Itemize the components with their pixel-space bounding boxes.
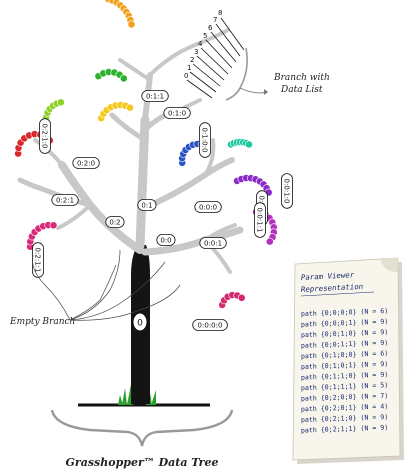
branch-label-b0-1: 0:1 bbox=[138, 200, 156, 211]
index-5: 5 bbox=[203, 32, 207, 40]
list-item-dot bbox=[57, 99, 64, 106]
empty-branch-leaders bbox=[33, 250, 181, 320]
branch-label-b0-2-1: 0:2:1 bbox=[52, 195, 79, 206]
svg-text:0:0: 0:0 bbox=[160, 237, 171, 245]
param-viewer-panel: Param Viewer Representation path {0;0;0;… bbox=[293, 258, 404, 464]
branch-label-b0-0: 0:0 bbox=[157, 235, 175, 246]
svg-text:0:2:0: 0:2:0 bbox=[77, 160, 95, 168]
svg-text:0:0:1:1: 0:0:1:1 bbox=[256, 208, 264, 233]
index-2: 2 bbox=[190, 56, 194, 64]
teal-list bbox=[227, 138, 252, 148]
branch-label-p0-0-0-0: 0:0:0:0 bbox=[193, 320, 228, 331]
branch-with-data-list-label-1: Branch with bbox=[273, 73, 330, 83]
branch-pointer-arrow-icon bbox=[264, 89, 268, 95]
svg-text:0:1: 0:1 bbox=[141, 202, 152, 210]
pink-list bbox=[219, 292, 246, 309]
svg-text:0:2:1:0: 0:2:1:0 bbox=[41, 124, 49, 149]
svg-text:0:0:1: 0:0:1 bbox=[204, 240, 222, 248]
branch-label-b0-2-0: 0:2:0 bbox=[73, 158, 100, 169]
branch-with-data-list-label-2: Data List bbox=[280, 85, 323, 95]
svg-text:0:1:0: 0:1:0 bbox=[168, 110, 186, 118]
index-7: 7 bbox=[213, 16, 217, 24]
branch-label-p0-2-1-0: 0:2:1:0 bbox=[40, 119, 51, 154]
index-4: 4 bbox=[198, 40, 203, 48]
svg-text:0:2: 0:2 bbox=[109, 219, 120, 227]
branch-label-b0-0-0: 0:0:0 bbox=[195, 202, 222, 213]
green-list bbox=[95, 68, 128, 82]
branch-label-p0-2-1-1: 0:2:1:1 bbox=[33, 243, 44, 278]
data-list-index-fan: 8 7 6 5 4 3 2 1 0 bbox=[184, 9, 247, 100]
branch-label-p0-0-1-0: 0:0:1:0 bbox=[282, 174, 293, 209]
svg-text:0:0:0: 0:0:0 bbox=[199, 204, 217, 212]
branch-pointer-line bbox=[240, 88, 268, 93]
list-item-dot bbox=[50, 222, 57, 229]
svg-text:0:1:0:0: 0:1:0:0 bbox=[201, 128, 209, 153]
svg-text:0:2:1:1: 0:2:1:1 bbox=[34, 248, 42, 273]
index-8: 8 bbox=[218, 9, 222, 17]
svg-text:0:1:1: 0:1:1 bbox=[146, 93, 164, 101]
list-item-dot bbox=[266, 238, 273, 245]
lime-list bbox=[43, 99, 65, 121]
empty-branch-label: Empty Branch bbox=[9, 317, 75, 327]
list-item-dot bbox=[238, 294, 245, 301]
branch-label-b0-1-0: 0:1:0 bbox=[164, 108, 191, 119]
branch-label-b0-1-1: 0:1:1 bbox=[142, 91, 169, 102]
index-0: 0 bbox=[184, 72, 188, 80]
list-item-dot bbox=[120, 75, 127, 82]
diagram-title: Grasshopper™ Data Tree bbox=[66, 456, 219, 469]
branch-label-b0-0-1: 0:0:1 bbox=[200, 238, 227, 249]
list-item-dot bbox=[245, 141, 252, 148]
list-item-dot bbox=[126, 104, 133, 111]
index-1: 1 bbox=[187, 64, 191, 72]
branch-label-b0-2: 0:2 bbox=[106, 217, 124, 228]
root-label: 0 bbox=[137, 319, 143, 329]
svg-text:0:0:1:0: 0:0:1:0 bbox=[283, 179, 291, 204]
bottom-brace bbox=[52, 410, 232, 446]
branch-label-p0-0-1-1: 0:0:1:1 bbox=[255, 203, 266, 238]
svg-text:0:2:1: 0:2:1 bbox=[56, 197, 74, 205]
list-item-dot bbox=[128, 21, 135, 28]
orange-list bbox=[105, 0, 135, 28]
branch-label-p0-1-0-0: 0:1:0:0 bbox=[200, 123, 211, 158]
index-3: 3 bbox=[194, 48, 198, 56]
svg-text:0:0:0:0: 0:0:0:0 bbox=[198, 322, 223, 330]
index-6: 6 bbox=[208, 24, 213, 32]
